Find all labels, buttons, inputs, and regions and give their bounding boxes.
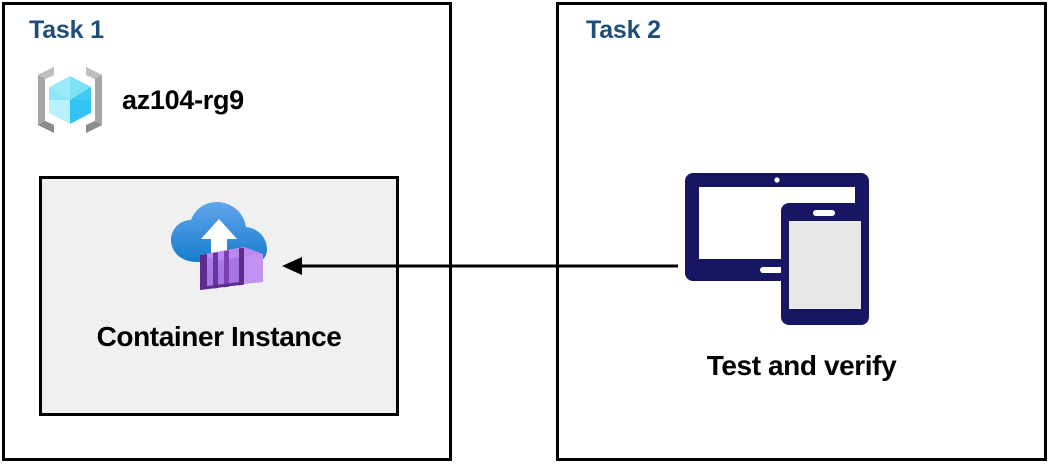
container-instance-box: Container Instance [39, 176, 399, 416]
azure-resource-group-icon [38, 67, 102, 133]
resource-group-name: az104-rg9 [122, 84, 244, 115]
container-instance-label: Container Instance [96, 321, 342, 352]
task-1-title: Task 1 [29, 16, 104, 44]
connector-arrow-task2-to-container [282, 257, 678, 275]
azure-container-instance-icon [171, 202, 267, 290]
resource-group-row: az104-rg9 [32, 62, 244, 138]
test-and-verify-label: Test and verify [706, 350, 897, 381]
devices-tablet-phone-icon [685, 173, 869, 325]
task-2-title: Task 2 [586, 16, 661, 44]
